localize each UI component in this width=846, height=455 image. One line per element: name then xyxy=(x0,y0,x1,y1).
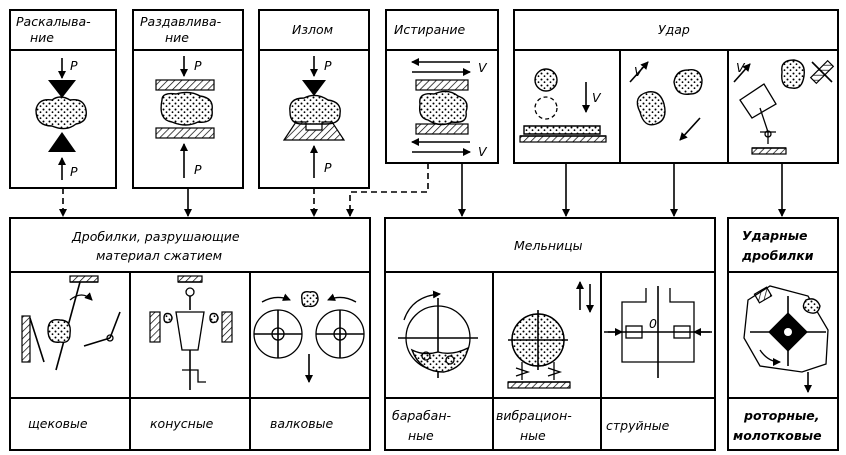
type-roll: валковые xyxy=(270,416,333,431)
type-jaw: щековые xyxy=(28,416,88,431)
cone-crusher-sketch xyxy=(149,275,233,390)
force-label-top: P xyxy=(70,58,78,73)
velocity-label-falling: V xyxy=(592,90,602,105)
process-breaking: Излом P P xyxy=(258,9,370,189)
jet-center-label: 0 xyxy=(649,316,657,331)
splitting-sketch: P P xyxy=(35,58,87,180)
abrasion-sketch: V V xyxy=(411,58,488,159)
group-impact-title: Ударные дробилки xyxy=(741,228,814,263)
type-jet: струйные xyxy=(606,418,670,433)
group-compression-title: Дробилки, разрушающие материал сжатием xyxy=(71,229,244,263)
jet-mill-sketch: 0 xyxy=(604,286,712,378)
type-cone: конусные xyxy=(150,416,214,431)
velocity-label-hammer: V xyxy=(736,60,746,75)
process-abrasion: Истирание V V xyxy=(385,9,499,164)
group-impact-crushers: Ударные дробилки роторные, молотковые xyxy=(727,217,839,451)
velocity-label-bottom: V xyxy=(478,144,488,159)
group-mills-title: Мельницы xyxy=(514,238,583,253)
process-impact: Удар V V V xyxy=(513,9,839,164)
force-label-top: P xyxy=(324,58,332,73)
roll-crusher-sketch xyxy=(253,290,365,383)
type-vibration: вибрацион- ные xyxy=(496,408,576,443)
process-crushing: Раздавлива- ние P P xyxy=(132,9,244,189)
type-rotor-hammer: роторные, молотковые xyxy=(733,408,824,443)
vibration-mill-sketch xyxy=(507,281,594,389)
jaw-crusher-sketch xyxy=(21,275,121,371)
force-label-bottom: P xyxy=(194,162,202,177)
velocity-label-top: V xyxy=(478,60,488,75)
velocity-label-collision: V xyxy=(634,64,644,79)
force-label-bottom: P xyxy=(324,160,332,175)
connectors xyxy=(59,163,786,217)
breaking-sketch: P P xyxy=(282,56,346,178)
drum-mill-sketch xyxy=(398,290,478,378)
process-crushing-label: Раздавлива- ние xyxy=(140,14,225,45)
type-drum: барабан- ные xyxy=(392,408,455,443)
crushing-sketch: P P xyxy=(155,56,215,178)
impact-sketch-collision: V xyxy=(629,61,703,141)
rotor-crusher-sketch xyxy=(743,285,829,393)
process-breaking-label: Излом xyxy=(292,22,333,37)
process-splitting: Раскалыва- ние P P xyxy=(9,9,117,189)
process-splitting-label: Раскалыва- ние xyxy=(16,14,95,45)
group-mills: Мельницы xyxy=(384,217,716,451)
impact-sketch-hammer: V xyxy=(733,59,835,155)
force-label-top: P xyxy=(194,58,202,73)
process-abrasion-label: Истирание xyxy=(394,22,466,37)
group-compression-crushers: Дробилки, разрушающие материал сжатием xyxy=(9,217,371,451)
force-label-bottom: P xyxy=(70,164,78,179)
impact-sketch-falling: V xyxy=(519,68,607,143)
process-impact-label: Удар xyxy=(658,22,690,37)
